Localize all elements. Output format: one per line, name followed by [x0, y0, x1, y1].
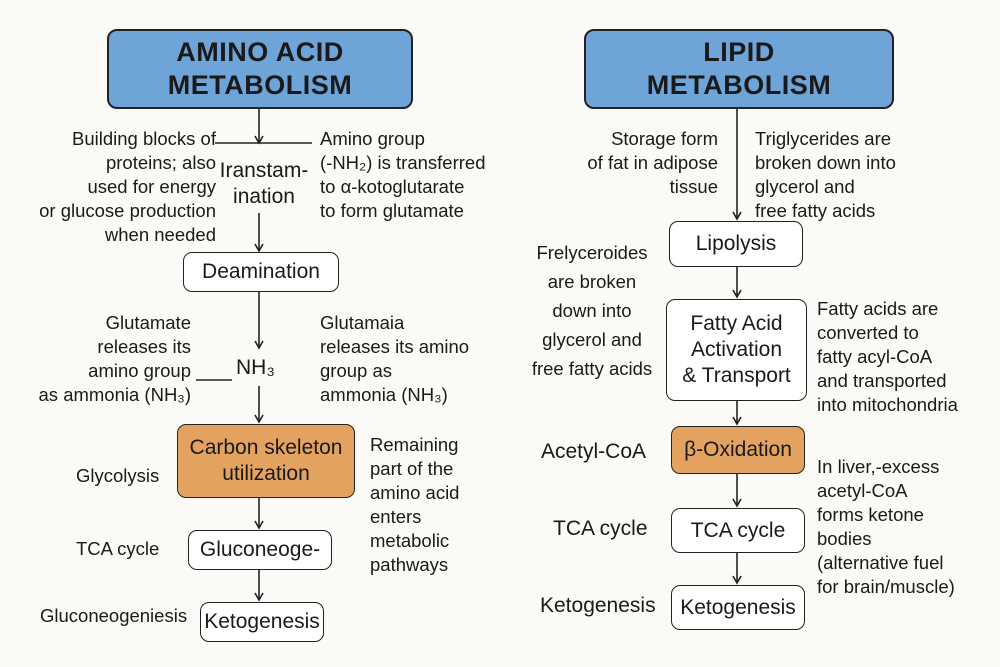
note-frelyceroides: Frelyceroides are broken down into glyce…	[531, 242, 653, 379]
deamination-box: Deamination	[183, 252, 339, 292]
acetyl-coa-label: Acetyl-CoA	[541, 440, 647, 463]
transamination-label: Iranstam- ination	[219, 159, 309, 208]
beta-oxidation-box: β-Oxidation	[671, 426, 805, 474]
glycolysis-label: Glycolysis	[76, 465, 160, 486]
note-fatty-acids-converted: Fatty acids are converted to fatty acyl-…	[817, 298, 958, 415]
note-triglycerides: Triglycerides are broken down into glyce…	[755, 128, 896, 221]
gluconeogenesis-box-label: Gluconeoge-	[199, 538, 321, 561]
tca-cycle-label-left: TCA cycle	[76, 538, 160, 559]
lipolysis-box: Lipolysis	[669, 221, 803, 267]
tca-cycle-box-label: TCA cycle	[690, 518, 786, 542]
carbon-skeleton-label: Carbon skeleton utilization	[189, 436, 343, 485]
note-remaining-part: Remaining part of the amino acid enters …	[370, 434, 460, 575]
ketogenesis-box-right: Ketogenesis	[671, 585, 805, 630]
fatty-acid-activation-label: Fatty Acid Activation & Transport	[682, 312, 791, 387]
header-label: LIPID METABOLISM	[646, 37, 832, 100]
note-storage-form: Storage form of fat in adipose tissue	[587, 128, 718, 197]
carbon-skeleton-box: Carbon skeleton utilization	[177, 424, 355, 498]
note-glutamate-left: Glutamate releases its amino group as am…	[38, 312, 191, 405]
nh3-label: NH₃	[236, 356, 275, 379]
ketogenesis-box-label: Ketogenesis	[204, 610, 320, 633]
header-label: AMINO ACID METABOLISM	[167, 37, 353, 100]
lipid-metabolism-header: LIPID METABOLISM	[584, 29, 894, 109]
tca-cycle-label-right: TCA cycle	[553, 517, 648, 540]
amino-acid-metabolism-header: AMINO ACID METABOLISM	[107, 29, 413, 109]
gluconeogenesis-label: Gluconeogeniesis	[40, 605, 188, 626]
note-building-blocks: Building blocks of proteins; also used f…	[39, 128, 216, 245]
tca-cycle-box: TCA cycle	[671, 508, 805, 553]
note-ketone-bodies: In liver,-excess acetyl-CoA forms ketone…	[817, 456, 955, 597]
gluconeogenesis-box: Gluconeoge-	[188, 530, 332, 570]
fatty-acid-activation-box: Fatty Acid Activation & Transport	[666, 299, 807, 401]
note-amino-group-transfer: Amino group (-NH₂) is transferred to α-k…	[320, 128, 486, 221]
deamination-label: Deamination	[202, 260, 320, 283]
note-glutamate-right: Glutamaia releases its amino group as am…	[320, 312, 470, 405]
beta-oxidation-label: β-Oxidation	[684, 438, 792, 461]
ketogenesis-box-label: Ketogenesis	[680, 595, 796, 619]
lipolysis-label: Lipolysis	[695, 232, 777, 255]
ketogenesis-label-right: Ketogenesis	[540, 594, 656, 617]
ketogenesis-box-left: Ketogenesis	[200, 602, 324, 642]
